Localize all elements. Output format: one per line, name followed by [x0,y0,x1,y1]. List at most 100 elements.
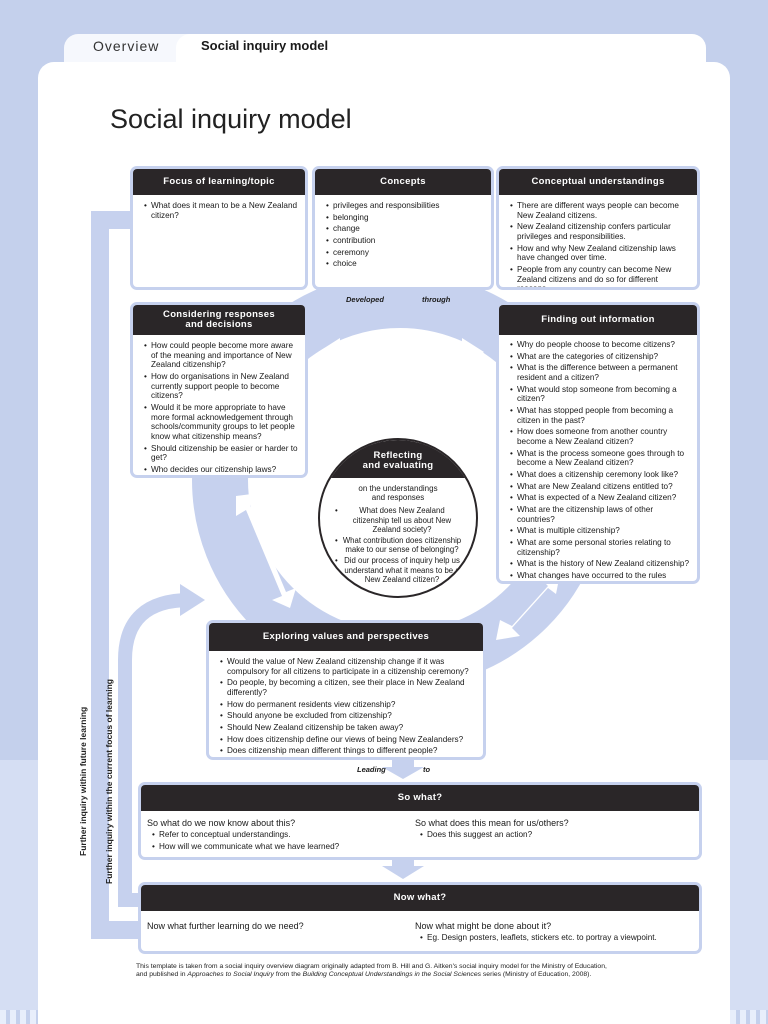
inner-loop-arrowhead [180,584,205,616]
reflecting-item: Did our process of inquiry help us under… [335,556,462,584]
tab-social-inquiry-model[interactable]: Social inquiry model [201,38,329,53]
finding-item: What changes have occurred to the rules … [510,571,691,581]
reflecting-list: What does New Zealand citizenship tell u… [320,506,476,584]
reflecting-item: What does New Zealand citizenship tell u… [335,506,462,534]
down-arrow-3 [382,858,424,879]
sowhat-left-title: So what do we now know about this? [147,818,296,828]
nowwhat-heading: Now what? [141,885,699,911]
concept-item: choice [326,259,485,269]
conceptual-item: There are different ways people can beco… [510,201,691,220]
focus-list: What does it mean to be a New Zealand ci… [133,195,305,220]
concepts-list: privileges and responsibilities belongin… [315,195,491,269]
sowhat-heading: So what? [141,785,699,811]
sowhat-left-item: How will we communicate what we have lea… [152,842,403,852]
nowwhat-left: Now what further learning do we need? [141,911,409,945]
footnote-line2-pre: and published in [136,971,188,979]
finding-list: Why do people choose to become citizens?… [499,335,697,581]
exploring-list: Would the value of New Zealand citizensh… [209,651,483,756]
finding-heading: Finding out information [499,305,697,335]
concepts-heading: Concepts [315,169,491,195]
double-arrows [236,338,560,640]
finding-item: What is the history of New Zealand citiz… [510,559,691,569]
connector-to: to [423,765,431,774]
considering-item: Would it be more appropriate to have mor… [144,403,299,442]
exploring-item: Does citizenship mean different things t… [220,746,477,756]
exploring-item: How does citizenship define our views of… [220,735,477,745]
reflecting-circle: Reflecting and evaluating on the underst… [318,438,478,598]
considering-item: How do organisations in New Zealand curr… [144,372,299,401]
sowhat-right-list: Does this suggest an action? [409,830,699,840]
sowhat-box: So what? So what do we now know about th… [138,782,702,860]
finding-item: What is the difference between a permane… [510,363,691,382]
finding-item: What is the process someone goes through… [510,449,691,468]
footnote: This template is taken from a social inq… [136,963,656,980]
nowwhat-right-item: Eg. Design posters, leaflets, stickers e… [420,933,693,943]
finding-item: What is multiple citizenship? [510,526,691,536]
finding-item: What has stopped people from becoming a … [510,406,691,425]
outer-loop-arrow [91,211,150,939]
nowwhat-left-title: Now what further learning do we need? [147,921,304,931]
finding-item: What are New Zealand citizens entitled t… [510,482,691,492]
concept-item: belonging [326,213,485,223]
concept-item: ceremony [326,248,485,258]
exploring-item: Should New Zealand citizenship be taken … [220,723,477,733]
considering-item: How could people become more aware of th… [144,341,299,370]
finding-item: What are some personal stories relating … [510,538,691,557]
footnote-line1: This template is taken from a social inq… [136,963,607,970]
footnote-italic-1: Approaches to Social Inquiry [187,971,274,979]
side-label-inner: Further inquiry within the current focus… [104,679,114,884]
focus-box: Focus of learning/topic What does it mea… [130,166,308,290]
nowwhat-right: Now what might be done about it? Eg. Des… [409,911,699,945]
considering-item: Should citizenship be easier or harder t… [144,444,299,463]
sowhat-left-list: Refer to conceptual understandings. How … [141,830,409,851]
page-title: Social inquiry model [110,104,352,134]
focus-heading: Focus of learning/topic [133,169,305,195]
finding-item: What is expected of a New Zealand citize… [510,493,691,503]
considering-box: Considering responses and decisions How … [130,302,308,478]
nowwhat-columns: Now what further learning do we need? No… [141,911,699,945]
conceptual-heading: Conceptual understandings [499,169,697,195]
considering-heading: Considering responses and decisions [133,305,305,335]
exploring-item: Would the value of New Zealand citizensh… [220,657,477,676]
conceptual-item: People from any country can become New Z… [510,265,691,287]
exploring-box: Exploring values and perspectives Would … [206,620,486,760]
conceptual-box: Conceptual understandings There are diff… [496,166,700,290]
nowwhat-right-title: Now what might be done about it? [415,921,552,931]
side-label-outer: Further inquiry within future learning [78,706,88,856]
sowhat-left-item: Refer to conceptual understandings. [152,830,403,840]
conceptual-item: New Zealand citizenship confers particul… [510,222,691,241]
sowhat-left: So what do we now know about this? Refer… [141,811,409,853]
footnote-italic-2: Building Conceptual Understandings in th… [302,971,481,979]
down-arrow-2 [382,760,424,779]
reflecting-intro: on the understandings and responses [358,484,438,503]
tab-overview[interactable]: Overview [93,38,160,54]
finding-item: What would stop someone from becoming a … [510,385,691,404]
exploring-item: Do people, by becoming a citizen, see th… [220,678,477,697]
concept-item: privileges and responsibilities [326,201,485,211]
connector-leading: Leading [357,765,386,774]
exploring-item: How do permanent residents view citizens… [220,700,477,710]
connector-developed: Developed [346,295,384,304]
finding-item: How does someone from another country be… [510,427,691,446]
connector-through: through [422,295,451,304]
exploring-heading: Exploring values and perspectives [209,623,483,651]
finding-item: What does a citizenship ceremony look li… [510,470,691,480]
considering-item: Who decides our citizenship laws? [144,465,299,475]
nowwhat-right-list: Eg. Design posters, leaflets, stickers e… [409,933,699,943]
down-arrow-1 [382,291,424,310]
nowwhat-box: Now what? Now what further learning do w… [138,882,702,954]
footnote-line2-post: series (Ministry of Education, 2008). [481,971,592,979]
focus-item: What does it mean to be a New Zealand ci… [144,201,299,220]
concept-item: contribution [326,236,485,246]
exploring-item: Should anyone be excluded from citizensh… [220,711,477,721]
sowhat-right-title: So what does this mean for us/others? [415,818,569,828]
inner-loop-arrow [118,593,191,907]
concept-item: change [326,224,485,234]
conceptual-list: There are different ways people can beco… [499,195,697,287]
sowhat-columns: So what do we now know about this? Refer… [141,811,699,853]
considering-list: How could people become more aware of th… [133,335,305,475]
concepts-box: Concepts privileges and responsibilities… [312,166,494,290]
conceptual-item: How and why New Zealand citizenship laws… [510,244,691,263]
footnote-line2-mid: from the [273,971,303,979]
finding-item: What are the categories of citizenship? [510,352,691,362]
